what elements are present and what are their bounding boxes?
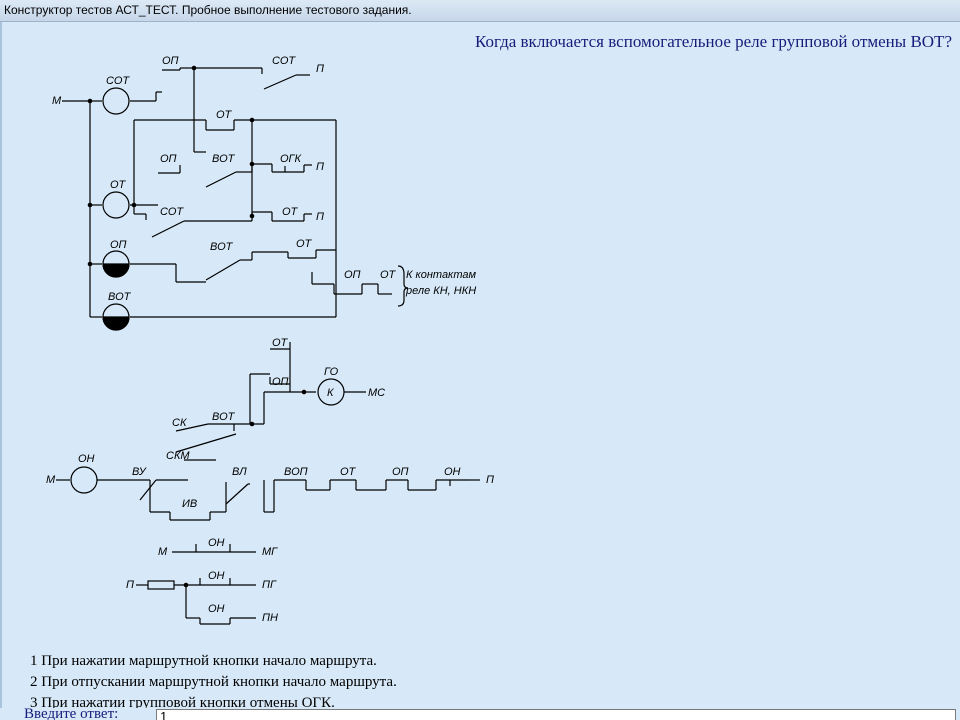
label: М [46, 474, 56, 486]
label: ОТ [216, 109, 233, 121]
test-content-area: Когда включается вспомогательное реле гр… [0, 22, 960, 720]
label: М [52, 95, 62, 107]
label: ОП [272, 376, 289, 388]
label: ИВ [182, 498, 197, 510]
question-text: Когда включается вспомогательное реле гр… [474, 32, 952, 51]
label: ОН [208, 570, 225, 582]
label: М [158, 546, 168, 558]
answer-input-label: Введите ответ: [24, 708, 119, 720]
label: ПН [262, 612, 278, 624]
label: ВОТ [108, 291, 132, 303]
label: ВОТ [210, 241, 234, 253]
label: ВОТ [212, 153, 236, 165]
label: СОТ [160, 206, 184, 218]
label: П [316, 63, 324, 75]
label: К [327, 387, 334, 399]
label: ВУ [132, 466, 147, 478]
label: ОН [208, 603, 225, 615]
label: П [316, 211, 324, 223]
label: К контактам [406, 269, 477, 281]
label: ОП [110, 239, 127, 251]
label: ОТ [340, 466, 357, 478]
label: ОП [162, 55, 179, 67]
window-title: Конструктор тестов АСТ_ТЕСТ. Пробное вып… [0, 0, 960, 22]
label: ОТ [296, 238, 313, 250]
answer-option-3: 3 При нажатии групповой кнопки отмены ОГ… [30, 695, 335, 711]
label: П [316, 161, 324, 173]
label: ОН [444, 466, 461, 478]
label: СК [172, 417, 187, 429]
label: ВОТ [212, 411, 236, 423]
label: СОТ [272, 55, 296, 67]
label: ОН [78, 453, 95, 465]
label: ОТ [282, 206, 299, 218]
label: реле КН, НКН [405, 285, 476, 297]
answer-options: 1 При нажатии маршрутной кнопки начало м… [30, 651, 397, 714]
label: ГО [324, 366, 339, 378]
label: СКМ [166, 450, 190, 462]
label: ОН [208, 537, 225, 549]
label: ВЛ [232, 466, 247, 478]
label: МГ [262, 546, 278, 558]
label: ОП [160, 153, 177, 165]
answer-input-row: Введите ответ: [0, 708, 960, 720]
label: ПГ [262, 579, 277, 591]
label: П [486, 474, 494, 486]
answer-option-1: 1 При нажатии маршрутной кнопки начало м… [30, 653, 377, 669]
label: ОП [392, 466, 409, 478]
label: ОТ [380, 269, 397, 281]
label: ОГК [280, 153, 302, 165]
answer-option-2: 2 При отпускании маршрутной кнопки начал… [30, 674, 397, 690]
label: ОТ [272, 337, 289, 349]
label: ВОП [284, 466, 308, 478]
answer-input[interactable] [156, 709, 956, 720]
label: ОТ [110, 179, 127, 191]
label: ОП [344, 269, 361, 281]
relay-circuit-diagram: М СОТ ОП СОТ П ОТ ОП ВОТ ОГК П ОТ СОТ ОТ… [46, 55, 494, 625]
label: СОТ [106, 75, 130, 87]
label: МС [368, 387, 385, 399]
label: П [126, 579, 134, 591]
